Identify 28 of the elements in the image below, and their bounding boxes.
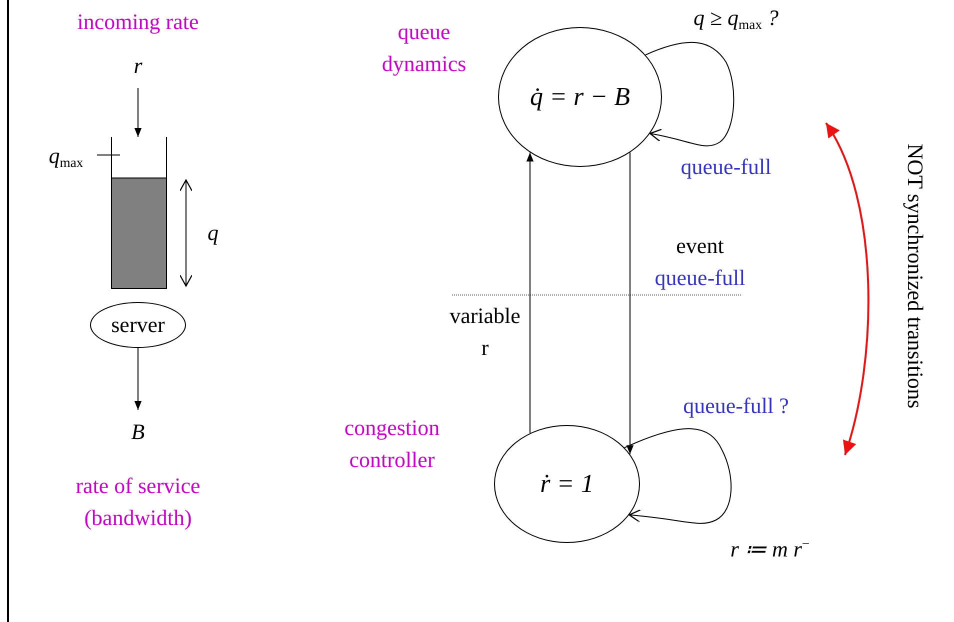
edge-label: variable r [448,302,522,362]
caption: incoming rate [76,8,200,36]
edge-label: q ≥ q$_{max}$ ? [692,4,780,34]
variable-label: q [206,219,220,247]
caption: rate of service (bandwidth) [74,472,202,532]
state-equation: ṙ = 1 [540,469,594,499]
server-ellipse [90,302,186,348]
arrow [134,88,142,138]
state-ellipse [498,27,662,167]
reset-label: r ≔ m r$^{−}$ [729,535,811,564]
self-loop-arrow [624,428,732,524]
state-equation: q̇ = r − B [530,82,630,112]
arrow [134,348,142,410]
event-label: queue-full [680,153,772,181]
self-loop-arrow [645,42,734,146]
arrow [526,152,534,434]
edge-label: event [675,232,725,260]
variable-label: r [134,53,142,78]
arrow [626,152,634,455]
event-label: queue-full [654,264,746,292]
variable-label: B [131,419,145,444]
edge-label: queue-full ? [682,392,790,420]
state-ellipse [494,425,640,543]
note: NOT synchronized transitions [902,142,929,410]
automaton-caption: congestion controller [343,414,441,474]
variable-label: q$_{max}$ [48,142,84,172]
automaton-caption: queue dynamics [380,18,468,78]
node-label: server [111,312,165,338]
